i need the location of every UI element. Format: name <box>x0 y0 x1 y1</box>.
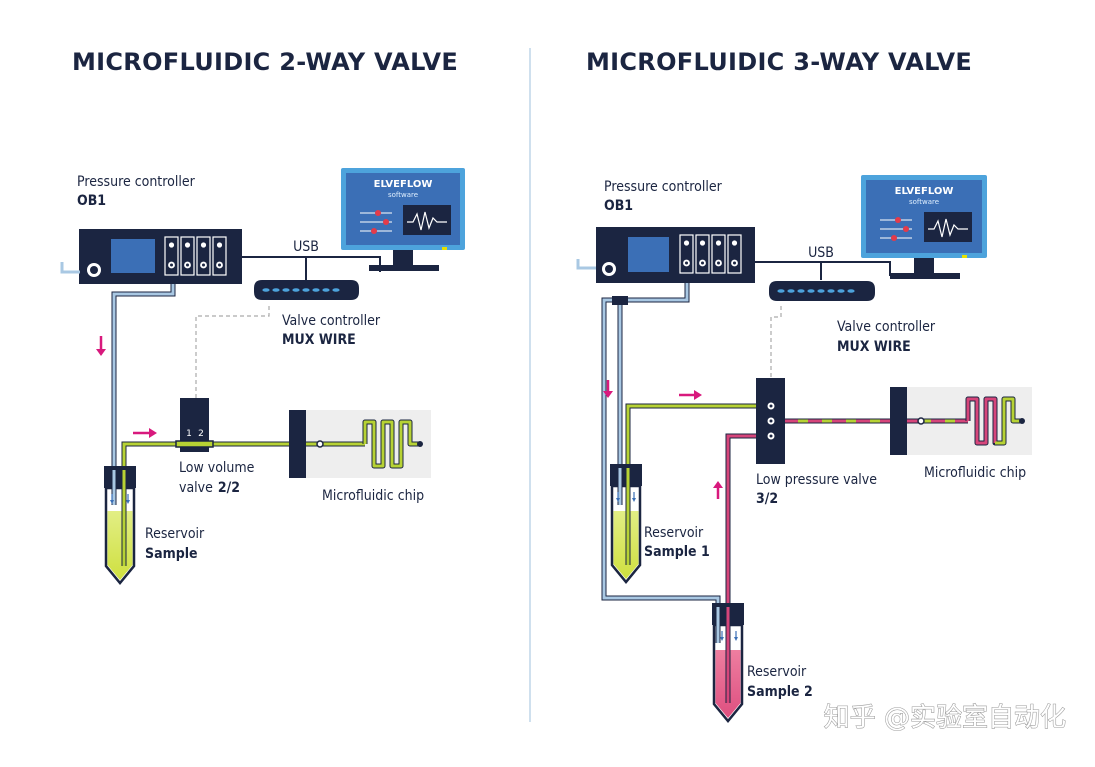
left-monitor: ELVEFLOW software <box>341 168 465 271</box>
right-valve-controller-model: MUX WIRE <box>837 339 911 355</box>
left-valve-controller-model: MUX WIRE <box>282 332 356 348</box>
left-flow-arrow-down-icon <box>96 336 106 356</box>
right-title: MICROFLUIDIC 3-WAY VALVE <box>586 48 972 76</box>
left-reservoir-label: Reservoir <box>145 526 205 542</box>
left-tubing <box>111 256 381 562</box>
right-microfluidic-chip <box>890 387 1032 455</box>
left-pressure-controller-label: Pressure controller <box>77 174 196 190</box>
left-flow-arrow-right-icon <box>133 428 157 438</box>
right-reservoir1-sample: Sample 1 <box>644 544 710 560</box>
left-ob1-screen <box>111 239 155 273</box>
right-reservoir2-tube <box>712 603 744 723</box>
right-reservoir2-sample: Sample 2 <box>747 684 813 700</box>
right-chip-label: Microfluidic chip <box>924 465 1026 481</box>
left-reservoir-tube <box>104 466 136 585</box>
left-2way-valve-device: 1 2 <box>175 398 214 452</box>
right-sliders-icon <box>880 217 912 241</box>
left-ob1-device <box>60 229 242 284</box>
right-valve-type: 3/2 <box>756 491 778 507</box>
watermark-text: 知乎 @实验室自动化 <box>824 703 1066 733</box>
left-waveform-icon <box>407 211 447 231</box>
valve-port-2-label: 2 <box>198 429 204 439</box>
left-software-title: ELVEFLOW <box>374 179 433 190</box>
right-ob1-device <box>576 227 755 283</box>
left-sliders-icon <box>360 210 392 234</box>
right-panel: MICROFLUIDIC 3-WAY VALVE Pressure contro… <box>576 48 1032 723</box>
right-reservoir1-label: Reservoir <box>644 525 704 541</box>
left-pressure-controller-model: OB1 <box>77 193 106 209</box>
right-reservoir2-label: Reservoir <box>747 664 807 680</box>
right-monitor: ELVEFLOW software <box>861 175 987 279</box>
right-valve-controller-label: Valve controller <box>837 319 936 335</box>
right-valve-label: Low pressure valve <box>756 472 877 488</box>
right-ob1-screen <box>628 237 669 272</box>
right-reservoir1-tube <box>610 464 642 584</box>
right-flow-arrow-down-icon <box>603 380 613 398</box>
left-reservoir-pressure-arrows-icon <box>110 494 130 504</box>
left-usb-label: USB <box>293 239 319 255</box>
left-software-subtitle: software <box>388 191 418 199</box>
right-3way-valve-device <box>756 378 785 464</box>
left-reservoir-sample: Sample <box>145 546 198 562</box>
left-ob1-inlet-icon <box>60 262 80 274</box>
right-ob1-inlet-icon <box>576 259 596 270</box>
right-t-junction <box>612 296 628 305</box>
right-pressure-controller-model: OB1 <box>604 198 633 214</box>
right-flow-arrow-right-icon <box>679 390 702 400</box>
right-software-title: ELVEFLOW <box>895 186 954 197</box>
right-flow-arrow-up-icon <box>713 481 723 499</box>
valve-port-1-label: 1 <box>186 429 192 439</box>
left-title: MICROFLUIDIC 2-WAY VALVE <box>72 48 458 76</box>
left-valve-controller-label: Valve controller <box>282 313 381 329</box>
right-reservoir1-pressure-arrows-icon <box>616 492 636 502</box>
left-valve-label: Low volume <box>179 460 255 476</box>
left-microfluidic-chip <box>289 410 431 478</box>
left-panel: MICROFLUIDIC 2-WAY VALVE Pressure contro… <box>60 48 465 585</box>
left-mux-wire-device <box>254 280 359 300</box>
right-usb-label: USB <box>808 245 834 261</box>
left-chip-label: Microfluidic chip <box>322 488 424 504</box>
right-reservoir2-pressure-arrows-icon <box>720 631 738 641</box>
right-software-subtitle: software <box>909 198 939 206</box>
right-waveform-icon <box>928 218 968 238</box>
right-mux-wire-device <box>769 281 875 301</box>
right-pressure-controller-label: Pressure controller <box>604 179 723 195</box>
